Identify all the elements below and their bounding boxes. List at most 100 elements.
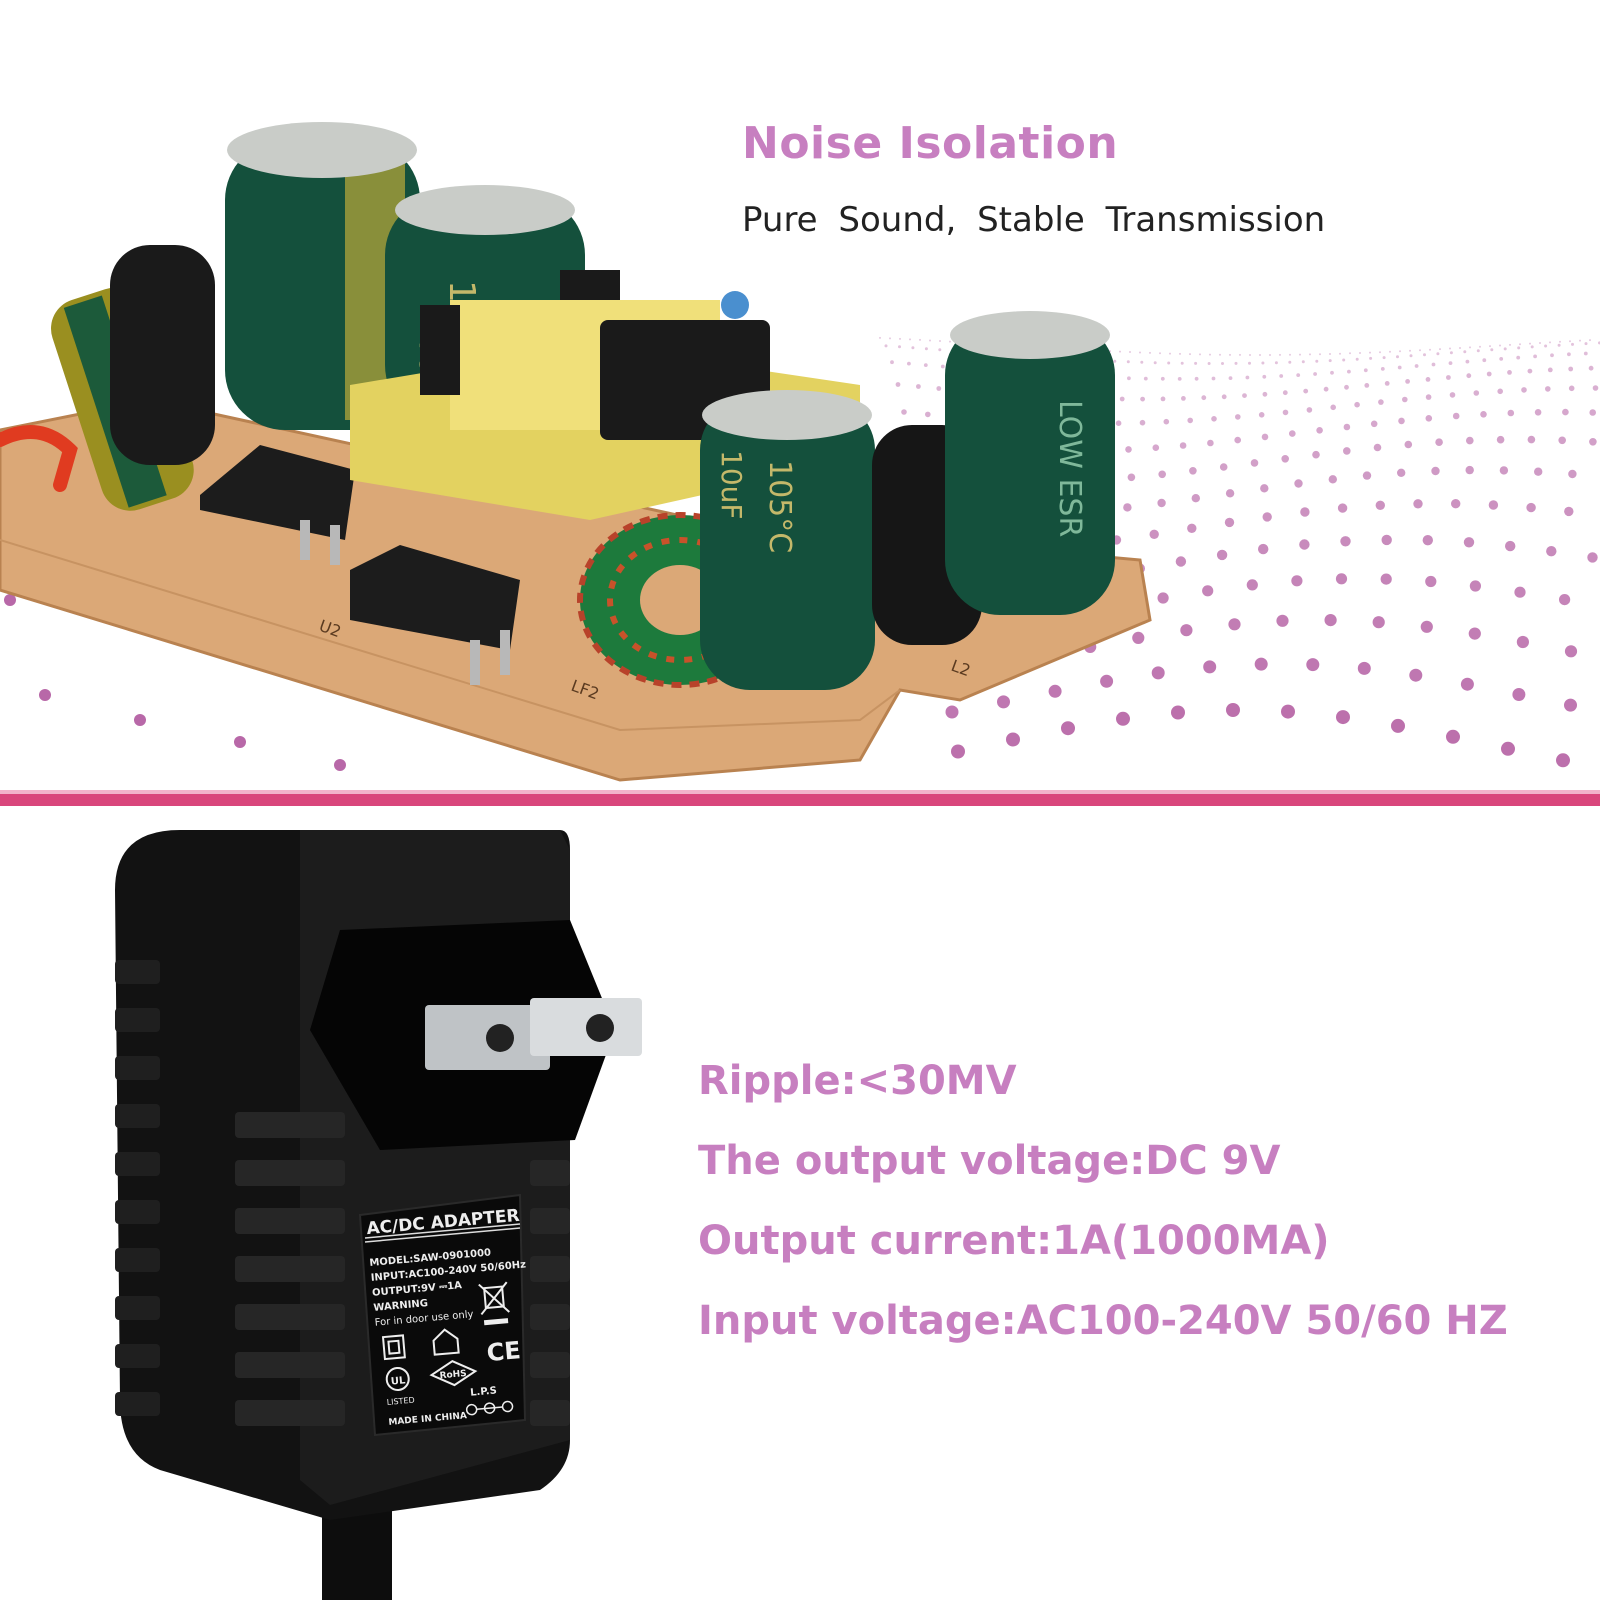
wave-dot [1429, 348, 1431, 351]
wave-dot [4, 594, 16, 606]
wave-dot [1558, 436, 1566, 445]
wave-dot [1559, 340, 1561, 343]
wave-dot [1306, 407, 1313, 413]
wave-dot [1396, 355, 1399, 359]
wave-dot [1499, 357, 1504, 361]
wave-dot [1370, 420, 1378, 428]
wave-dot [1291, 575, 1303, 587]
wave-dot [1006, 732, 1020, 747]
wave-dot [1497, 388, 1503, 395]
wave-dot [1219, 353, 1221, 356]
vent-fin [530, 1304, 570, 1330]
wave-dot [1140, 360, 1144, 364]
wave-dot [1451, 499, 1461, 509]
wave-dot [1402, 396, 1408, 403]
adapter-label-panel [358, 1193, 527, 1437]
wave-dot [1547, 367, 1553, 373]
wave-dot [1413, 499, 1423, 509]
wave-dot [1289, 353, 1291, 356]
wave-dot [1226, 703, 1240, 717]
wave-dot [1369, 351, 1371, 354]
wave-dot [1490, 348, 1494, 352]
plug-prongs [425, 998, 642, 1070]
wave-dot [1486, 371, 1492, 377]
wave-dot [1126, 360, 1130, 364]
wave-dot [1330, 370, 1334, 375]
wave-dot [1171, 705, 1185, 720]
wave-dot [1489, 345, 1491, 348]
wave-dot [1517, 346, 1521, 350]
wave-dot [1189, 467, 1197, 475]
wave-dot [1397, 365, 1402, 370]
vent-fin [115, 1008, 160, 1032]
wave-dot [1169, 352, 1171, 355]
wave-dot [1335, 573, 1348, 585]
vent-fin [115, 1344, 160, 1368]
wave-dot [1414, 364, 1419, 368]
wave-dot [1262, 512, 1272, 522]
wave-dot [334, 759, 346, 771]
wave-dot [909, 338, 911, 341]
wave-dot [940, 364, 945, 369]
capacitor-large-1 [225, 122, 420, 430]
wave-dot [1344, 384, 1349, 390]
wave-dot [1550, 353, 1554, 358]
wave-dot [1157, 592, 1169, 604]
wave-dot [1229, 353, 1231, 356]
wave-dot [1476, 349, 1480, 353]
vent-fin [530, 1208, 570, 1234]
wave-dot [1328, 475, 1338, 484]
wave-dot [1250, 459, 1259, 467]
circuit-board-illustration: U2 L2 LF2 400V 10 [0, 122, 1600, 782]
wave-dot [1589, 438, 1597, 446]
wave-dot [924, 347, 928, 351]
wave-dot [1299, 539, 1310, 550]
wave-dot [1180, 624, 1193, 637]
wave-dot [949, 340, 951, 343]
wave-dot [1509, 343, 1511, 346]
wave-dot [134, 714, 146, 726]
wave-dot [1116, 711, 1130, 726]
wave-dot [1397, 468, 1406, 477]
wave-dot [1382, 356, 1386, 360]
wave-dot [919, 338, 921, 341]
wave-dot [1530, 345, 1534, 349]
wave-dot [1436, 352, 1440, 356]
wave-dot [1431, 362, 1436, 367]
wave-dot [1159, 352, 1161, 355]
wave-dot [1564, 698, 1577, 712]
wave-dot [1439, 348, 1441, 351]
wave-dot [1589, 339, 1591, 342]
wave-dot [1499, 344, 1501, 347]
wave-dot [1488, 500, 1499, 510]
wave-dot [1409, 668, 1423, 682]
vent-fin [235, 1400, 345, 1426]
trash-bin-crossed-icon [478, 1281, 510, 1326]
wave-dot [1527, 368, 1533, 374]
wave-dot [1357, 661, 1371, 675]
wave-dot [1384, 381, 1390, 386]
cap-temp-label: 105°C [762, 460, 797, 553]
wave-dot [1289, 430, 1296, 437]
wave-dot [1179, 442, 1187, 449]
wave-dot [938, 348, 942, 352]
wave-dot [1587, 552, 1598, 563]
wave-dot [1281, 704, 1295, 719]
wave-dot [1129, 351, 1131, 353]
wave-dot [1526, 502, 1536, 513]
wave-dot [1235, 414, 1241, 420]
wave-dot [1446, 729, 1460, 744]
wave-dot [1514, 586, 1526, 598]
wave-dot [1568, 469, 1577, 479]
wave-dot [1061, 721, 1075, 736]
wave-dot [1404, 440, 1413, 449]
wave-dot [1132, 631, 1145, 645]
label-ul: UL [390, 1375, 406, 1387]
wave-dot [1143, 376, 1148, 381]
wave-dot [1139, 351, 1141, 354]
wave-dot [1163, 418, 1170, 425]
wave-dot [1300, 507, 1310, 517]
wave-dot [1583, 351, 1588, 356]
wave-dot [1507, 409, 1515, 417]
wave-dot [1463, 537, 1475, 548]
